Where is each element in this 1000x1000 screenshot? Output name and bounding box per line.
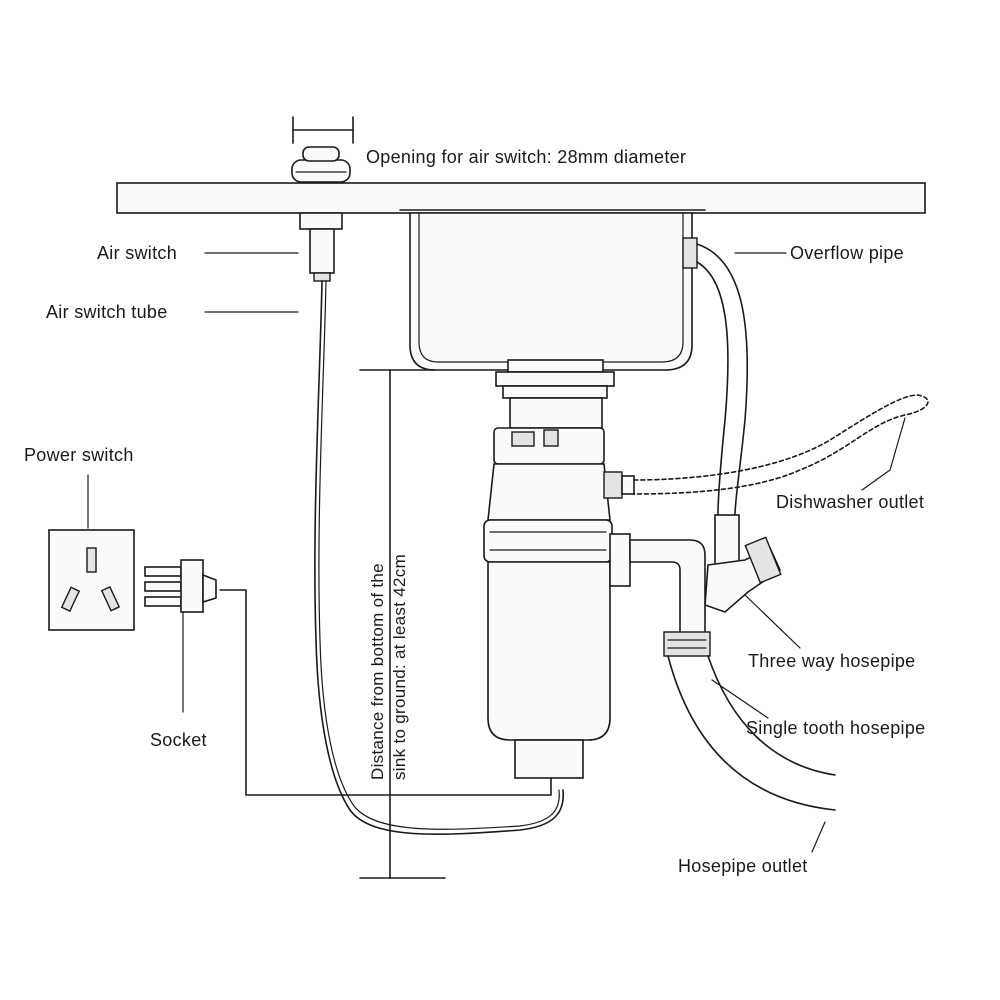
air-switch-label: Air switch [97,243,177,263]
opening-label: Opening for air switch: 28mm diameter [366,147,686,167]
distance-label-line1: Distance from bottom of the [368,563,387,780]
socket-label: Socket [150,730,207,750]
garbage-disposer [483,427,635,779]
dishwasher-outlet-label: Dishwasher outlet [776,492,924,512]
hosepipe-outlet-label: Hosepipe outlet [678,856,808,876]
power-switch-label: Power switch [24,445,134,465]
air-switch-tube [314,280,565,836]
plug [144,559,217,613]
three-way-label: Three way hosepipe [748,651,916,671]
air-switch-body [299,212,343,282]
three-way-hosepipe [629,514,782,641]
sink-basin [399,209,706,371]
countertop [116,182,926,214]
overflow-pipe-label: Overflow pipe [790,243,904,263]
distance-label-line2: sink to ground: at least 42cm [390,554,409,780]
overflow-pipe [682,237,749,516]
opening-dimension [292,116,354,144]
sink-flange [495,359,615,429]
single-tooth-hosepipe [663,631,711,657]
air-switch-button [291,146,351,183]
power-outlet [48,529,135,631]
dishwasher-hose [633,394,929,495]
air-switch-tube-label: Air switch tube [46,302,168,322]
power-cable [219,589,552,796]
leader-lines [87,252,906,853]
single-tooth-label: Single tooth hosepipe [746,718,925,738]
hosepipe-outlet [667,655,836,811]
distance-dimension [359,369,446,879]
